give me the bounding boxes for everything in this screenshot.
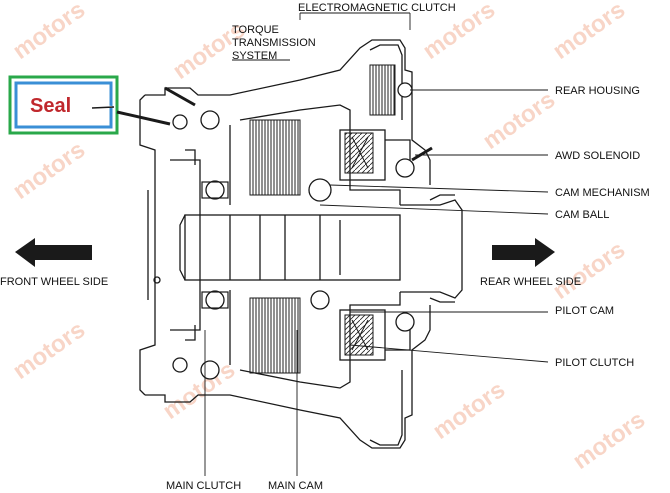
bearings bbox=[172, 82, 415, 380]
watermark-7: motors bbox=[8, 316, 90, 385]
pilot-clutch-plates bbox=[369, 64, 396, 116]
pilot-coil-lower bbox=[344, 314, 374, 356]
seal-pointer-2 bbox=[164, 86, 196, 107]
watermark-9: motors bbox=[428, 376, 510, 445]
solenoid-pointer bbox=[411, 146, 433, 162]
label-torque-2: TRANSMISSION bbox=[232, 37, 316, 49]
label-rear-wheel-side: REAR WHEEL SIDE bbox=[480, 276, 581, 288]
label-front-wheel-side: FRONT WHEEL SIDE bbox=[0, 276, 108, 288]
watermark-8: motors bbox=[158, 356, 240, 425]
seal-pointer bbox=[116, 110, 171, 126]
main-clutch-plates-lower bbox=[249, 297, 301, 374]
watermark-11: motors bbox=[548, 236, 630, 305]
seal-label: Seal bbox=[30, 95, 71, 117]
label-main-cam: MAIN CAM bbox=[268, 480, 323, 492]
label-main-clutch: MAIN CLUTCH bbox=[166, 480, 241, 492]
watermark-4: motors bbox=[548, 0, 630, 65]
label-torque-1: TORQUE bbox=[232, 24, 279, 36]
leader-lines bbox=[204, 12, 549, 476]
watermark-5: motors bbox=[478, 86, 560, 155]
seal-box-outer bbox=[8, 75, 119, 135]
pilot-coil-upper bbox=[344, 132, 374, 174]
front-wheel-arrow bbox=[15, 238, 92, 267]
label-rear-housing: REAR HOUSING bbox=[555, 85, 640, 97]
rear-wheel-arrow bbox=[492, 238, 555, 267]
label-electromagnetic-clutch: ELECTROMAGNETIC CLUTCH bbox=[298, 2, 456, 14]
watermark-group: motors motors motors motors motors motor… bbox=[8, 0, 650, 475]
main-clutch-plates-upper bbox=[249, 119, 301, 196]
label-cam-ball: CAM BALL bbox=[555, 209, 609, 221]
label-torque-3: SYSTEM bbox=[232, 50, 277, 62]
housing-drawing bbox=[139, 39, 463, 449]
watermark-6: motors bbox=[8, 136, 90, 205]
label-awd-solenoid: AWD SOLENOID bbox=[555, 150, 640, 162]
seal-box-inner bbox=[14, 81, 113, 129]
label-pilot-cam: PILOT CAM bbox=[555, 305, 614, 317]
label-pilot-clutch: PILOT CLUTCH bbox=[555, 357, 634, 369]
watermark-1: motors bbox=[8, 0, 90, 65]
label-cam-mechanism: CAM MECHANISM bbox=[555, 187, 650, 199]
watermark-10: motors bbox=[568, 406, 650, 475]
